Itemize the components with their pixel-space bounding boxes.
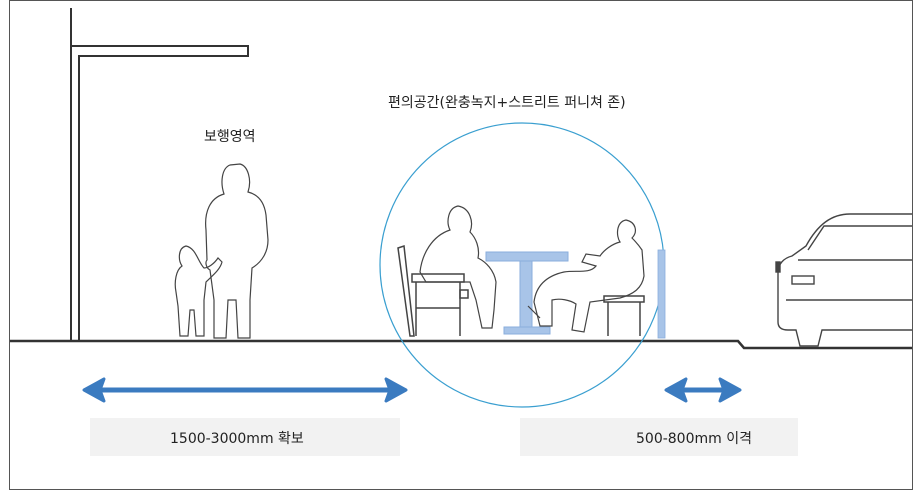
car-figure bbox=[775, 213, 912, 347]
left-chair bbox=[397, 244, 469, 337]
child-figure bbox=[174, 245, 223, 337]
walkway-width-arrow bbox=[82, 377, 408, 403]
amenity-zone-label: 편의공간(완충녹지+스트리트 퍼니쳐 존) bbox=[388, 95, 626, 111]
right-chair bbox=[603, 295, 645, 336]
right-seated-person bbox=[527, 219, 645, 333]
bollard-post bbox=[657, 249, 666, 339]
walkway-label-band bbox=[90, 418, 400, 456]
setback-width-arrow bbox=[664, 377, 742, 403]
cafe-table bbox=[485, 251, 569, 335]
setback-label-band bbox=[520, 418, 798, 456]
street-lamp-pole bbox=[70, 8, 249, 341]
left-seated-person bbox=[419, 205, 497, 329]
pedestrian-zone-label: 보행영역 bbox=[204, 129, 256, 145]
adult-pedestrian-figure bbox=[205, 163, 269, 339]
walkway-width-label: 1500-3000mm 확보 bbox=[170, 431, 304, 447]
ground-line bbox=[10, 339, 912, 350]
setback-width-label: 500-800mm 이격 bbox=[636, 431, 752, 447]
frame-border bbox=[9, 0, 913, 490]
